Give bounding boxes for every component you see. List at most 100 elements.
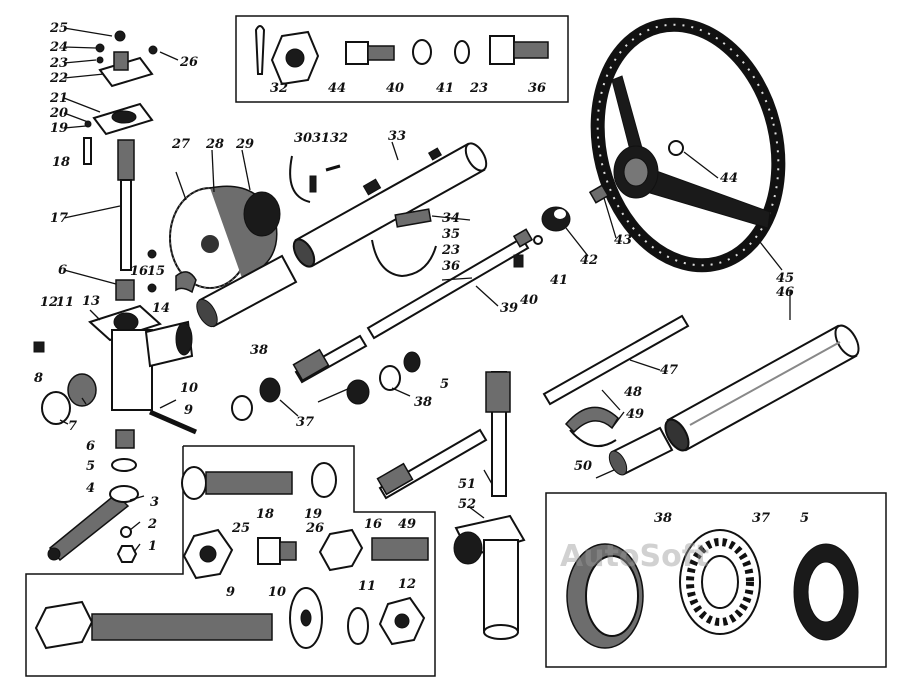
part-label: 1 [148, 539, 157, 554]
part-label: 5 [440, 377, 449, 392]
part-label: 25 [49, 21, 68, 36]
part-label: 9 [226, 585, 235, 600]
part-label: 42 [580, 253, 598, 268]
part-label: 51 [458, 477, 476, 492]
short-tube [595, 426, 674, 479]
part-label: 38 [414, 395, 432, 410]
worm-shaft [231, 334, 421, 421]
part-label: 49 [626, 407, 644, 422]
part-label: 19 [304, 507, 322, 522]
part-label: 28 [205, 137, 224, 152]
part-label: 52 [458, 497, 476, 512]
part-label: 6 [58, 263, 67, 278]
column-tube [292, 142, 488, 268]
part-label: 39 [500, 301, 518, 316]
part-label: 40 [520, 293, 538, 308]
part-label: 36 [442, 259, 460, 274]
part-label: 4 [86, 481, 95, 496]
part-label: 34 [442, 211, 460, 226]
part-label: 36 [528, 81, 546, 96]
inset-top-items [254, 25, 549, 86]
part-label: 15 [147, 264, 165, 279]
part-label: 48 [624, 385, 642, 400]
part-label: 22 [49, 71, 68, 86]
part-label: 13 [82, 294, 100, 309]
part-label: 11 [56, 295, 74, 310]
lower-housing [88, 304, 194, 411]
part-label: 31 [312, 131, 330, 146]
part-label: 38 [250, 343, 268, 358]
top-cap [95, 30, 158, 88]
steering-box [453, 514, 526, 640]
second-shaft [542, 314, 690, 406]
part-label: 47 [660, 363, 678, 378]
steering-wheel [590, 17, 786, 273]
leader-lines [59, 27, 791, 553]
part-label: 38 [654, 511, 672, 526]
part-label: 50 [574, 459, 592, 474]
part-label: 41 [550, 273, 568, 288]
part-label: 14 [152, 301, 170, 316]
part-label: 40 [386, 81, 404, 96]
part-label: 29 [235, 137, 254, 152]
part-label: 26 [179, 55, 198, 70]
part-label: 3 [150, 495, 159, 510]
shaft-tube [664, 324, 860, 452]
part-label: 23 [441, 243, 460, 258]
inset-fasteners-labels: 18 19 25 26 16 49 9 10 11 12 [226, 507, 416, 600]
part-label: 2 [147, 517, 157, 532]
sector-shaft [117, 139, 135, 271]
part-label: 32 [270, 81, 288, 96]
bush [588, 184, 610, 204]
part-label: 49 [398, 517, 416, 532]
inset-top-labels: 32 44 40 41 23 36 [270, 81, 546, 96]
inner-shaft [366, 228, 534, 340]
part-label: 37 [752, 511, 770, 526]
inset-bearings-labels: 38 37 5 [654, 511, 809, 526]
inset-bearings-frame [545, 492, 887, 668]
part-label: 10 [268, 585, 286, 600]
part-label: 45 [776, 271, 794, 286]
part-label: 33 [388, 129, 406, 144]
part-label: 12 [40, 295, 58, 310]
part-label: 30 [294, 131, 312, 146]
part-label: 7 [68, 419, 77, 434]
part-label: 43 [614, 233, 632, 248]
part-label: 18 [256, 507, 274, 522]
part-label: 23 [469, 81, 488, 96]
part-labels: 25 24 23 22 26 21 20 19 18 17 6 16 15 14… [34, 21, 794, 554]
part-label: 46 [776, 285, 794, 300]
part-label: 16 [364, 517, 382, 532]
part-label: 12 [398, 577, 416, 592]
inset-bearings-items [566, 529, 859, 649]
wheel-nut-icon [668, 140, 684, 156]
part-label: 10 [180, 381, 198, 396]
part-label: 44 [328, 81, 346, 96]
part-label: 18 [52, 155, 70, 170]
part-label: 27 [171, 137, 190, 152]
part-label: 44 [720, 171, 738, 186]
watermark: AutoSoft [560, 539, 709, 574]
inset-fasteners-items [34, 462, 429, 650]
part-label: 17 [50, 211, 68, 226]
lower-shaft [376, 371, 511, 500]
pitman-arm [47, 485, 139, 562]
part-label: 25 [231, 521, 250, 536]
inset-top-frame [235, 15, 569, 103]
part-label: 37 [296, 415, 314, 430]
inset-fasteners-frame [25, 445, 436, 677]
part-label: 20 [49, 106, 68, 121]
part-label: 26 [305, 521, 324, 536]
part-label: 5 [86, 459, 95, 474]
mid-plate [84, 102, 154, 136]
part-label: 6 [86, 439, 95, 454]
part-label: 8 [34, 371, 43, 386]
column-bracket [371, 208, 437, 278]
part-label: 19 [50, 121, 68, 136]
clamp [564, 406, 619, 448]
part-label: 11 [358, 579, 376, 594]
part-label: 32 [330, 131, 348, 146]
part-label: 9 [184, 403, 193, 418]
part-label: 41 [436, 81, 454, 96]
